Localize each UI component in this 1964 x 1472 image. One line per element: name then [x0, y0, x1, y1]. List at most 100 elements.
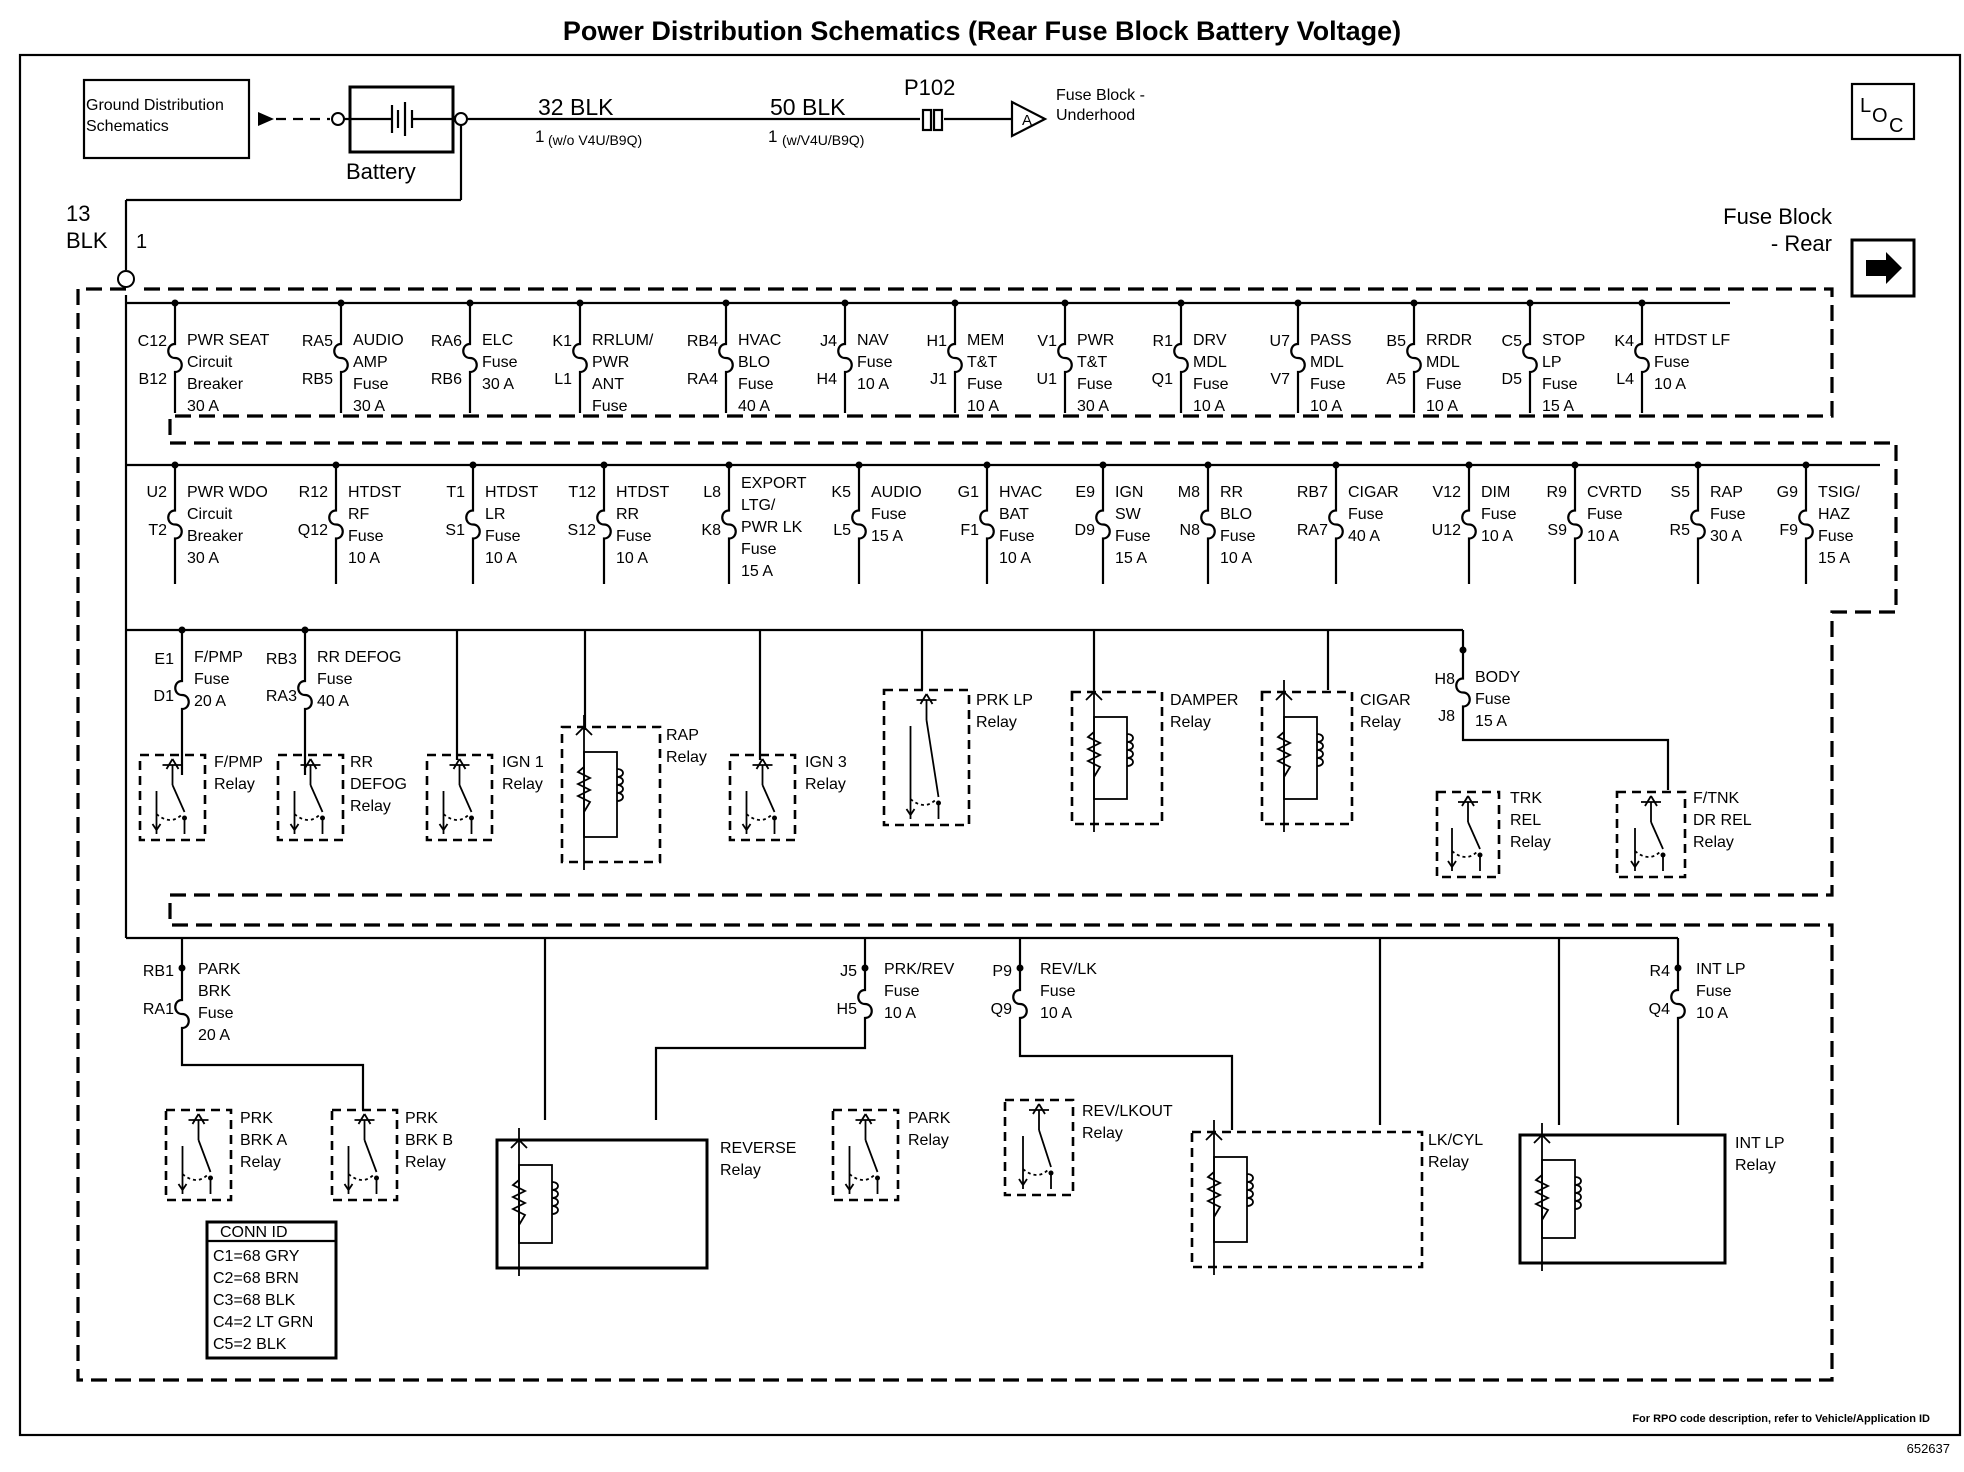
figure-id: 652637	[1907, 1441, 1950, 1456]
relay-label-line: PRK	[405, 1110, 438, 1127]
fuse-label-line: 30 A	[1077, 398, 1109, 415]
fuse-label-line: Fuse	[1710, 506, 1746, 523]
wire-2-size-color: 50 BLK	[770, 94, 846, 120]
relay-label-line: Relay	[1082, 1125, 1123, 1142]
fuse-label-line: 10 A	[1220, 550, 1252, 567]
relay-rev-lkout[interactable]: REV/LKOUT Relay	[1003, 1098, 1173, 1197]
fuse-pin-bottom: R5	[1670, 522, 1691, 539]
fuse-pin-bottom: RA1	[143, 1001, 174, 1018]
relay-label-line: Relay	[502, 776, 543, 793]
fuse-pin-top: E1	[154, 651, 174, 668]
fuse-pin-bottom: RB6	[431, 371, 462, 388]
fuse-pin-bottom: U12	[1432, 522, 1461, 539]
fuse-pin-top: K5	[831, 484, 851, 501]
relay-label-line: PRK LP	[976, 692, 1033, 709]
battery-terminal-neg	[331, 112, 345, 126]
fuse-label-line: HTDST	[616, 484, 670, 501]
fuse-pin-top: RB7	[1297, 484, 1328, 501]
fuse-pin-top: R9	[1547, 484, 1568, 501]
fuse-label-line: CVRTD	[1587, 484, 1642, 501]
ground-distribution-box[interactable]: Ground Distribution Schematics	[82, 78, 251, 160]
arrow-right-icon[interactable]	[1850, 238, 1916, 298]
relay-label-line: REV/LKOUT	[1082, 1103, 1173, 1120]
fuse-label-line: Circuit	[187, 354, 233, 371]
relay-label-line: Relay	[350, 798, 391, 815]
fuse-block-outline	[76, 287, 1898, 1382]
connector-triangle-icon	[1010, 100, 1048, 138]
fuse-pin-top: R12	[299, 484, 328, 501]
fuse-label-line: Fuse	[1040, 983, 1076, 1000]
fuse-pin-bottom: Q4	[1649, 1001, 1670, 1018]
loc-icon[interactable]: L O C	[1850, 82, 1916, 141]
fuse-label-line: RRDR	[1426, 332, 1472, 349]
fuse-label-line: PARK	[198, 961, 241, 978]
fuse-label-line: Fuse	[1193, 376, 1229, 393]
fuse-pin-top: V1	[1037, 333, 1057, 350]
underhood-label[interactable]: Fuse Block - Underhood	[1056, 87, 1145, 124]
fuse-pin-top: R1	[1153, 333, 1174, 350]
rear-block-label[interactable]: Fuse Block - Rear	[1723, 204, 1832, 256]
fuse-label-line: Fuse	[1481, 506, 1517, 523]
fuse-label-line: 10 A	[857, 376, 889, 393]
fuse-label-line: HVAC	[738, 332, 781, 349]
relay-label-line: Relay	[405, 1154, 446, 1171]
main-wire-pin: 1	[136, 231, 147, 253]
relay-label-line: INT LP	[1735, 1135, 1785, 1152]
fuse-label-line: Fuse	[482, 354, 518, 371]
fuse-label-line: AMP	[353, 354, 388, 371]
fuse-pin-bottom: S12	[568, 522, 597, 539]
wire-2-note: (w/V4U/B9Q)	[782, 132, 864, 148]
fuse-label-line: 10 A	[1040, 1005, 1072, 1022]
